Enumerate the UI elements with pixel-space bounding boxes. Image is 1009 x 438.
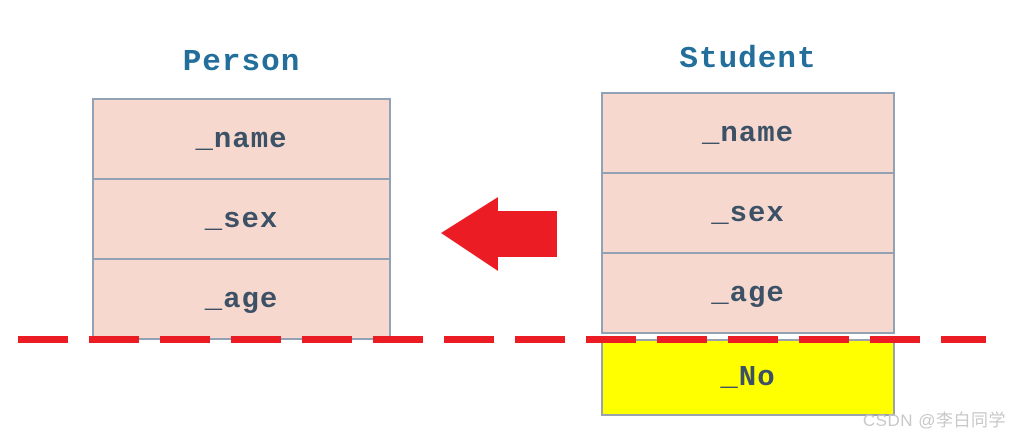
student-class-title: Student — [679, 42, 817, 77]
student-field-sex: _sex — [603, 172, 893, 252]
student-field-age: _age — [603, 252, 893, 332]
student-field-no: _No — [601, 339, 895, 416]
student-field-name: _name — [701, 116, 794, 150]
person-class-title: Person — [182, 45, 301, 80]
person-field-age: _age — [94, 258, 389, 338]
csdn-watermark: CSDN @李白同学 — [862, 411, 1006, 430]
slice-boundary-dashed-line — [18, 336, 986, 343]
person-field-name: _name — [195, 122, 288, 156]
person-member-stack: _name _sex _age — [92, 98, 391, 340]
left-arrow-icon — [441, 197, 557, 271]
student-member-stack: _name _sex _age — [601, 92, 895, 334]
person-field-sex: _sex — [94, 178, 389, 258]
